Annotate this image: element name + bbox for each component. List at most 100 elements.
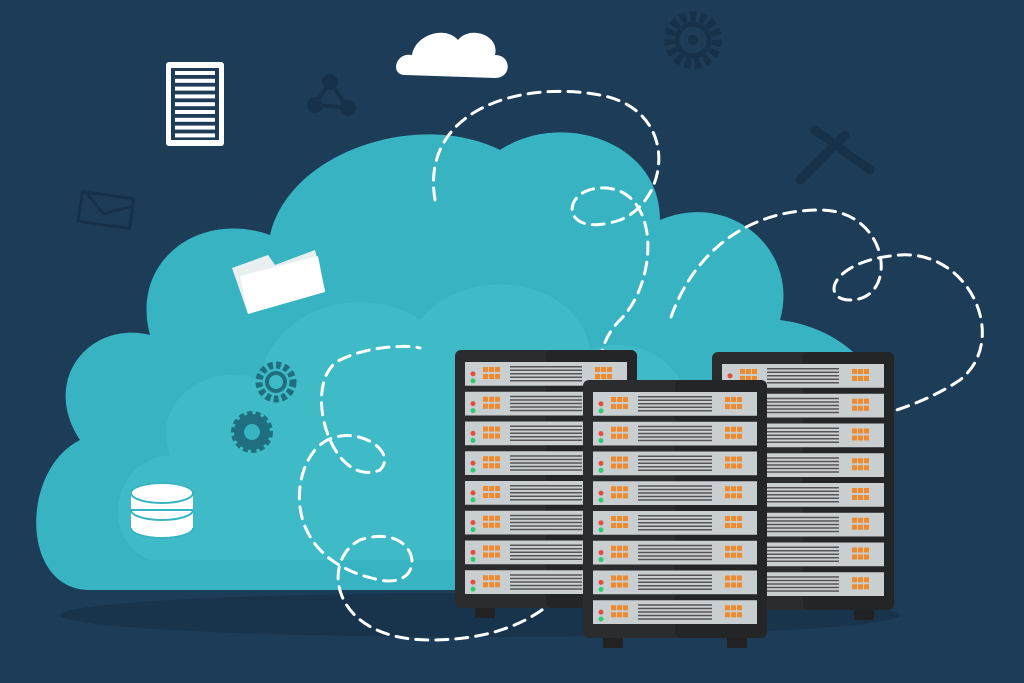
vent-line (767, 368, 839, 370)
status-led (470, 586, 476, 592)
drive-light (483, 522, 488, 528)
vent-line (767, 401, 839, 403)
server-unit (465, 362, 627, 386)
drive-light (852, 398, 857, 404)
drive-light (737, 545, 742, 551)
drive-light (623, 545, 628, 551)
drive-light (731, 404, 736, 409)
vent-line (638, 529, 712, 531)
drive-light (858, 398, 863, 404)
vent-line (510, 551, 582, 553)
vent-line (510, 380, 582, 382)
drive-light (737, 486, 742, 492)
vent-line (767, 583, 839, 585)
drive-light (623, 516, 628, 521)
drive-light (858, 428, 863, 434)
drive-light (731, 575, 736, 581)
server-racks (455, 350, 894, 648)
vent-line (767, 527, 839, 529)
vent-line (638, 469, 712, 471)
drive-light (731, 493, 736, 499)
status-led (470, 549, 476, 555)
vent-line (767, 408, 839, 410)
cloud-icon (396, 32, 508, 78)
drive-light (617, 605, 622, 611)
drive-light (864, 398, 869, 404)
vent-line (638, 551, 712, 554)
drive-light (489, 575, 494, 581)
vent-line (638, 588, 712, 590)
vent-line (767, 546, 839, 548)
drive-light (858, 405, 863, 411)
drive-light (852, 405, 857, 411)
drive-light (864, 369, 869, 374)
drive-light (737, 433, 742, 439)
drive-light (623, 426, 628, 432)
drive-light (737, 516, 742, 521)
drive-light (858, 369, 863, 374)
drive-light (852, 435, 857, 441)
drive-light (858, 465, 863, 471)
drive-light (740, 376, 745, 381)
server-unit (593, 511, 757, 535)
rack-foot (475, 606, 495, 618)
drive-light (489, 493, 494, 498)
drive-light (852, 488, 857, 493)
drive-light (483, 367, 488, 372)
vent-line (638, 558, 712, 561)
vent-line (767, 520, 839, 522)
status-led (598, 460, 604, 466)
vent-line (510, 406, 582, 408)
vent-line (767, 371, 839, 373)
vent-line (638, 455, 712, 457)
vent-line (767, 378, 839, 380)
drive-light (864, 435, 869, 441)
drive-light (725, 612, 730, 618)
vent-line (638, 466, 712, 468)
drive-light (611, 426, 616, 432)
envelope-icon (76, 189, 136, 231)
drive-light (623, 493, 628, 499)
drive-light (495, 403, 500, 409)
server-unit (593, 421, 757, 446)
wrench-screwdriver-icon (795, 125, 875, 185)
vent-line (767, 427, 839, 429)
drive-light (731, 433, 736, 439)
vent-line (767, 557, 839, 559)
drive-light (483, 456, 488, 462)
drive-light (731, 545, 736, 551)
drive-light (623, 397, 628, 402)
drive-light (495, 545, 500, 551)
vent-line (638, 518, 712, 520)
mini-rack-slot (175, 94, 215, 99)
drive-light (858, 577, 863, 583)
drive-light (725, 404, 730, 409)
vent-line (510, 409, 582, 412)
drive-light (858, 547, 863, 553)
vent-line (510, 555, 582, 557)
drive-light (858, 495, 863, 500)
drive-light (611, 486, 616, 492)
rack-foot (854, 608, 874, 620)
drive-light (483, 515, 488, 521)
vent-line (510, 469, 582, 471)
vent-line (510, 366, 582, 368)
vent-line (767, 516, 839, 519)
mini-rack-slot (175, 133, 215, 138)
drive-light (725, 463, 730, 469)
drive-light (737, 426, 742, 432)
vent-line (767, 523, 839, 526)
drive-light (611, 463, 616, 469)
vent-line (767, 397, 839, 400)
server-unit (593, 570, 757, 595)
drive-light (617, 582, 622, 588)
mini-rack-slot (175, 71, 215, 75)
drive-light (864, 524, 869, 530)
rack-shade (803, 352, 894, 610)
vent-line (638, 439, 712, 442)
share-icon (307, 74, 356, 116)
drive-light (495, 515, 500, 521)
vent-line (767, 494, 839, 496)
drive-light (617, 516, 622, 521)
status-led (598, 408, 604, 414)
